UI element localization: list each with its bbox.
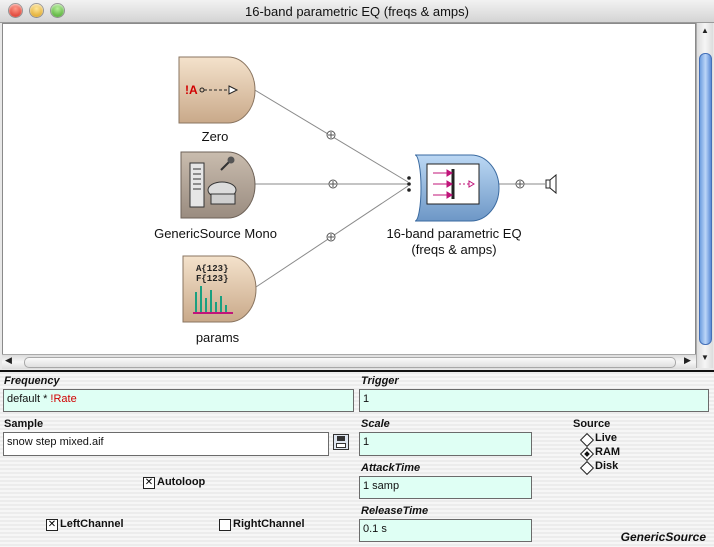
node-label-zero: Zero [201,129,229,144]
panel-divider[interactable] [0,370,714,372]
scroll-right-arrow-icon[interactable]: ▶ [684,355,691,365]
sound-class-name: GenericSource [620,530,706,544]
node-generic-source-mono[interactable] [180,151,256,219]
close-button[interactable] [9,4,22,17]
signal-flow-canvas[interactable]: !A [2,23,696,356]
node-parametric-eq[interactable] [414,154,500,222]
window-title: 16-band parametric EQ (freqs & amps) [245,4,469,19]
arrow-icon [199,85,239,95]
signal-flow-graph: !A [178,56,557,323]
save-disk-icon[interactable] [333,434,349,450]
scale-field[interactable]: 1 [359,432,532,456]
node-label-eq: 16-band parametric EQ (freqs & amps) [371,226,537,258]
frequency-field[interactable]: default * !Rate [3,389,354,412]
node-zero[interactable]: !A [178,56,256,124]
node-label-generic-source: GenericSource Mono [154,226,277,241]
zoom-button[interactable] [51,4,64,17]
scale-label: Scale [361,418,390,430]
scroll-left-arrow-icon[interactable]: ◀ [5,355,12,365]
title-bar: 16-band parametric EQ (freqs & amps) [0,0,714,23]
horizontal-scrollbar[interactable]: ◀ ▶ [2,354,696,369]
source-label: Source [573,418,611,430]
attack-time-field[interactable]: 1 samp [359,476,532,499]
zero-icon-text: !A [185,83,198,97]
autoloop-checkbox[interactable]: ✕ [143,477,155,489]
source-option-disk[interactable]: Disk [595,460,619,472]
node-label-params: params [195,330,240,345]
trigger-field[interactable]: 1 [359,389,709,412]
sample-field[interactable]: snow step mixed.aif [3,432,329,456]
scroll-down-arrow-icon[interactable]: ▼ [701,353,709,362]
release-time-label: ReleaseTime [361,505,429,517]
scroll-up-arrow-icon[interactable]: ▲ [701,26,709,35]
speaker-icon[interactable] [545,173,557,195]
left-channel-checkbox[interactable]: ✕ [46,519,58,531]
trigger-label: Trigger [361,375,399,387]
vertical-scrollbar[interactable]: ▲ ▼ [696,23,713,368]
horizontal-scroll-thumb[interactable] [24,357,676,368]
bar-graph-icon [195,286,227,312]
source-option-live[interactable]: Live [595,432,618,444]
vertical-scroll-thumb[interactable] [699,53,712,345]
eq-filter-icon [426,163,480,205]
node-label-eq-line1: 16-band parametric EQ [386,226,522,241]
release-time-field[interactable]: 0.1 s [359,519,532,542]
frequency-value-highlight: !Rate [50,393,77,405]
frequency-value-prefix: default * [7,393,51,405]
sample-label: Sample [4,418,44,430]
connection-wires [252,88,545,290]
minimize-button[interactable] [30,4,43,17]
params-icon-text-1: A{123} [196,264,228,274]
params-icon-text-2: F{123} [196,274,228,284]
computer-microphone-icon [189,156,237,208]
right-channel-checkbox[interactable] [219,519,231,531]
attack-time-label: AttackTime [361,462,421,474]
left-channel-label[interactable]: LeftChannel [60,518,124,530]
frequency-label: Frequency [4,375,60,387]
autoloop-label[interactable]: Autoloop [157,476,206,488]
right-channel-label[interactable]: RightChannel [233,518,305,530]
node-label-eq-line2: (freqs & amps) [411,242,497,257]
node-params[interactable]: A{123} F{123} [182,255,257,323]
source-option-ram[interactable]: RAM [595,446,621,458]
